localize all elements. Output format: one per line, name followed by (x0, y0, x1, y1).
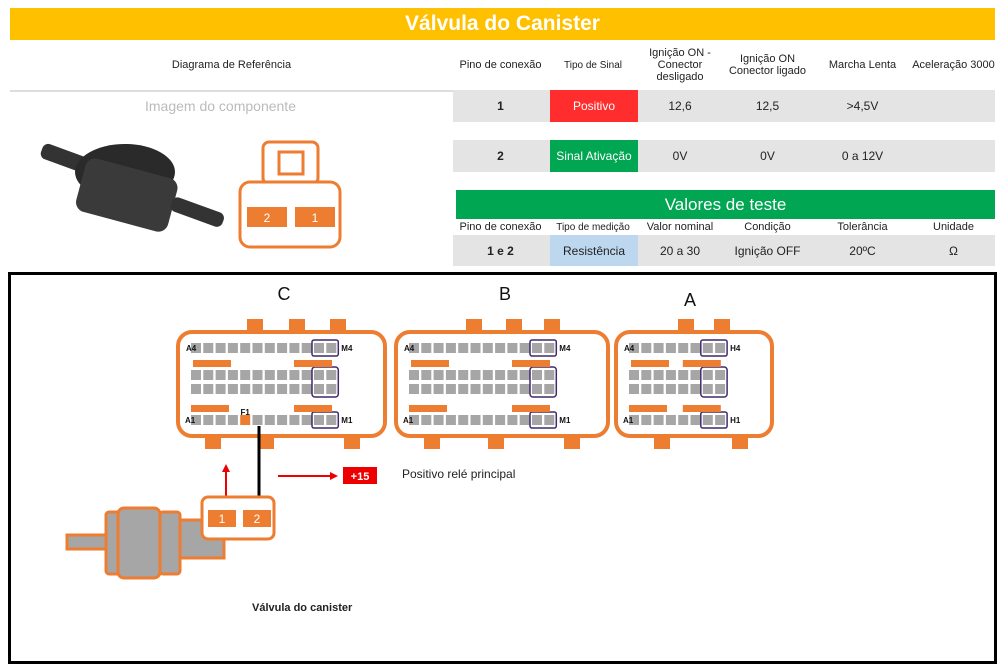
valve-drawing: 1 2 (65, 495, 276, 580)
pin-label: A4 (624, 344, 635, 353)
connector-name: B (499, 284, 511, 304)
value-cell: 0V (760, 149, 775, 163)
pin-label: M4 (559, 344, 571, 353)
col-header: Condição (744, 221, 791, 233)
pin-label: M4 (341, 344, 353, 353)
valve-pin-label: 1 (219, 512, 226, 526)
badge-15 (343, 467, 377, 484)
page-title: Válvula do Canister (10, 8, 995, 40)
valve-pin-label: 2 (254, 512, 261, 526)
value-cell: 0 a 12V (841, 149, 884, 163)
pin-label: A4 (404, 344, 415, 353)
value-cell: 12,5 (755, 99, 780, 113)
value-cell: >4,5V (846, 99, 879, 113)
pin-label: M1 (559, 416, 571, 425)
badge-text: +15 (351, 471, 370, 483)
signal-cell: Positivo (550, 90, 638, 122)
test-title: Valores de teste (456, 190, 995, 219)
connector-name: C (278, 284, 291, 304)
pin-label: H4 (730, 344, 741, 353)
col-header: Marcha Lenta (828, 59, 897, 71)
type-cell: Resistência (550, 235, 638, 266)
valve-label: Válvula do canister (252, 602, 353, 614)
pin-label-f1: F1 (241, 408, 251, 417)
table-row (453, 140, 995, 172)
value-cell: Ω (949, 243, 958, 258)
connector-name: A (684, 290, 696, 310)
value-cell: Ignição OFF (734, 243, 801, 258)
pin-label: M1 (341, 416, 353, 425)
col-header: Tolerância (837, 221, 888, 233)
reference-header: Diagrama de Referência (171, 59, 292, 71)
col-header: Pino de conexão (459, 59, 542, 71)
col-header: Tipo de medição (556, 221, 630, 233)
value-cell: 20 a 30 (659, 243, 701, 258)
col-header: Aceleração 3000 (912, 59, 995, 71)
pin-cell: 1 e 2 (487, 243, 514, 258)
value-cell: 20ºC (849, 243, 876, 258)
col-header: Ignição ON - Conector desligado (649, 47, 711, 83)
wiring-diagram (8, 272, 997, 664)
pin-cell: 1 (497, 99, 504, 113)
pin-label: 1 (312, 211, 319, 225)
col-header: Unidade (933, 221, 974, 233)
col-header: Tipo de Sinal (564, 59, 622, 71)
table-row (453, 235, 995, 266)
pin-label: A1 (185, 416, 196, 425)
col-header: Pino de conexão (459, 221, 542, 233)
connector-pinout: 2 1 (238, 140, 342, 249)
value-cell: 0V (672, 149, 688, 163)
badge-label: Positivo relé principal (402, 467, 515, 481)
col-header: Valor nominal (646, 221, 714, 233)
valve-photo (40, 143, 224, 232)
signal-cell: Sinal Ativação (550, 140, 638, 172)
pin-label: H1 (730, 416, 741, 425)
image-placeholder: Imagem do componente (145, 98, 296, 114)
value-cell: 12,6 (668, 99, 692, 113)
pin-label: A4 (186, 344, 197, 353)
col-header: Ignição ON Conector ligado (728, 53, 807, 77)
pin-cell: 2 (497, 149, 504, 163)
table-row (453, 90, 995, 122)
pin-label: A1 (623, 416, 634, 425)
pin-label: A1 (403, 416, 414, 425)
pin-label: 2 (264, 211, 271, 225)
reference-panel: Imagem do componente 2 1 (10, 90, 453, 272)
